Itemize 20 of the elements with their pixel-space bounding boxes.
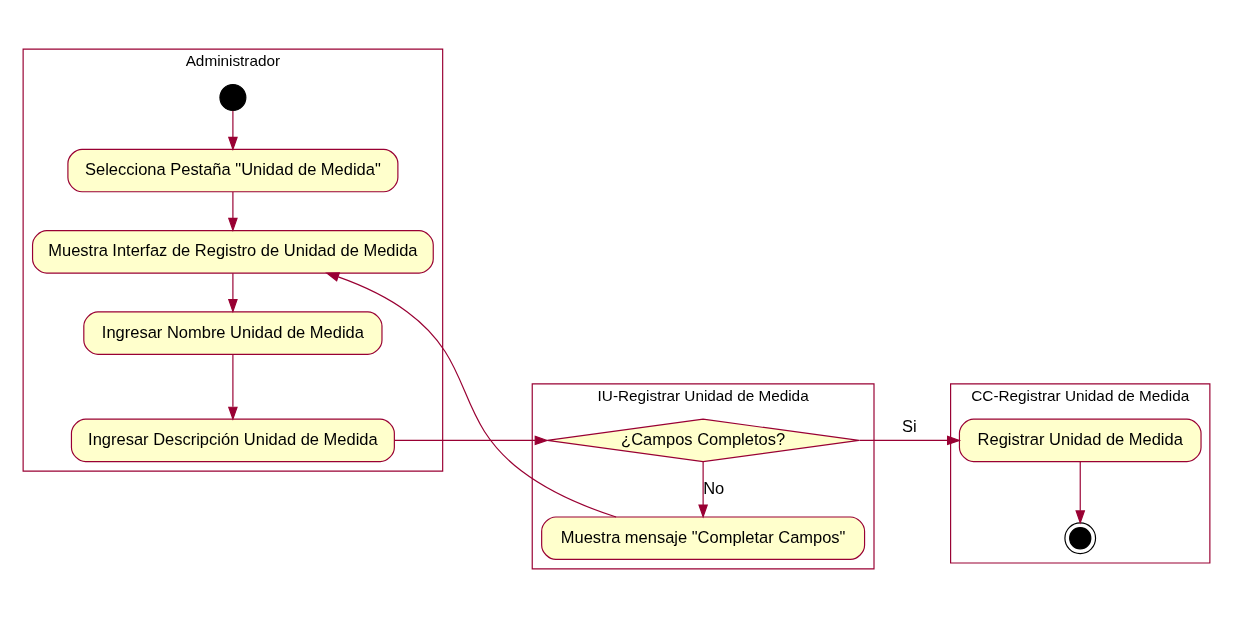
- arrow: [858, 434, 962, 445]
- node-box: Selecciona Pestaña "Unidad de Medida": [67, 148, 399, 192]
- arrow: [227, 272, 238, 313]
- node-box: Ingresar Nombre Unidad de Medida: [83, 310, 383, 355]
- arrow: [325, 271, 617, 518]
- node-circle: [1064, 521, 1097, 554]
- edge-label: No: [703, 478, 725, 497]
- node-box: Ingresar Descripción Unidad de Medida: [70, 418, 395, 462]
- arrow: [393, 434, 549, 445]
- arrow: [227, 190, 238, 232]
- arrow: [227, 353, 238, 421]
- arrow: [698, 460, 709, 519]
- node-diamond: ¿Campos Completos?: [546, 418, 860, 462]
- node-circle: [219, 83, 247, 111]
- arrow: [227, 109, 238, 151]
- edge-label: Si: [901, 416, 917, 435]
- node-box: Registrar Unidad de Medida: [958, 418, 1202, 462]
- arrow: [1075, 460, 1086, 524]
- node-box: Muestra mensaje "Completar Campos": [541, 515, 866, 560]
- node-box: Muestra Interfaz de Registro de Unidad de Medida: [31, 229, 434, 274]
